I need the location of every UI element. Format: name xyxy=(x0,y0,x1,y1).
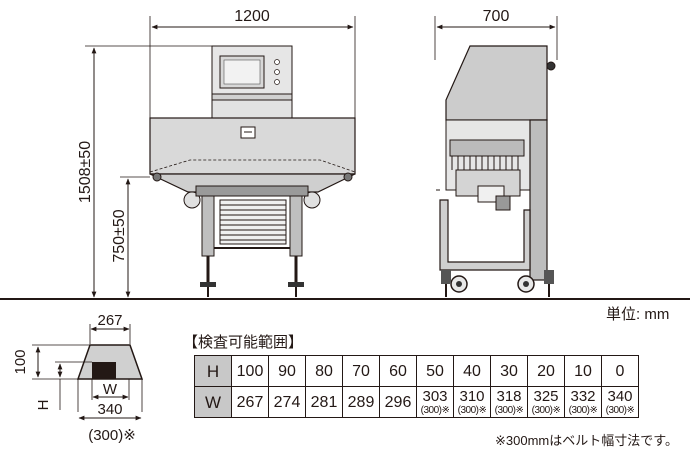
frame-left-leg xyxy=(201,195,215,257)
product-block xyxy=(92,362,116,379)
side-column xyxy=(529,119,548,281)
h-row: H 100 90 80 70 60 50 40 30 20 10 0 xyxy=(194,355,639,387)
bottom-width-label: 340 xyxy=(97,401,122,418)
w-value: 318 xyxy=(496,387,522,405)
h-cell: 80 xyxy=(305,355,343,387)
w-cell: 296 xyxy=(379,386,417,418)
h-cell: 90 xyxy=(268,355,306,387)
side-c-frame xyxy=(439,199,531,271)
side-upper-housing xyxy=(445,45,548,121)
panel-button-icon xyxy=(274,59,280,65)
frame-right-leg xyxy=(289,195,303,257)
w-value: 340 xyxy=(607,387,633,405)
h-cell: 40 xyxy=(453,355,491,387)
w-belt-value: (300)※ xyxy=(568,404,598,416)
w-cell: 281 xyxy=(305,386,343,418)
w-belt-value: (300)※ xyxy=(531,404,561,416)
total-height-label: 1508±50 xyxy=(77,141,94,203)
w-cell: 303(300)※ xyxy=(416,386,454,418)
w-cell: 340(300)※ xyxy=(601,386,639,418)
w-cell: 267 xyxy=(231,386,269,418)
front-width-label: 1200 xyxy=(234,8,270,25)
range-table-title: 【検査可能範囲】 xyxy=(183,334,304,351)
top-width-label: 267 xyxy=(97,312,122,329)
w-belt-value: (300)※ xyxy=(605,404,635,416)
height-label: 100 xyxy=(12,349,29,374)
w-cell: 325(300)※ xyxy=(527,386,565,418)
h-cell: 60 xyxy=(379,355,417,387)
conveyor-height-label: 750±50 xyxy=(111,209,128,262)
conveyor-slats xyxy=(219,199,287,245)
knob-icon xyxy=(546,61,556,71)
h-cell: 10 xyxy=(564,355,602,387)
bottom-width-alt-label: (300)※ xyxy=(88,427,136,444)
w-value: 332 xyxy=(570,387,596,405)
side-depth-label: 700 xyxy=(483,8,510,25)
unit-label: 単位: mm xyxy=(606,306,670,323)
cross-section: 267 100 H W 340 (300)※ xyxy=(12,312,144,444)
belt-width-footnote: ※300mmはベルト幅寸法です。 xyxy=(495,433,678,448)
h-cell: 100 xyxy=(231,355,269,387)
h-header: H xyxy=(194,355,232,387)
w-cell: 318(300)※ xyxy=(490,386,528,418)
conveyor-belt xyxy=(195,185,309,197)
side-view: 700 xyxy=(434,8,558,297)
h-label: H xyxy=(35,400,52,411)
h-cell: 50 xyxy=(416,355,454,387)
w-belt-value: (300)※ xyxy=(457,404,487,416)
w-cell: 332(300)※ xyxy=(564,386,602,418)
w-cell: 289 xyxy=(342,386,380,418)
w-cell: 274 xyxy=(268,386,306,418)
panel-button-icon xyxy=(274,79,280,85)
w-cell: 310(300)※ xyxy=(453,386,491,418)
main-housing xyxy=(149,117,356,175)
w-value: 303 xyxy=(422,387,448,405)
w-value: 310 xyxy=(459,387,485,405)
h-cell: 30 xyxy=(490,355,528,387)
h-cell: 70 xyxy=(342,355,380,387)
w-belt-value: (300)※ xyxy=(420,404,450,416)
panel-button-icon xyxy=(274,69,280,75)
h-cell: 0 xyxy=(601,355,639,387)
w-header: W xyxy=(194,386,232,418)
w-belt-value: (300)※ xyxy=(494,404,524,416)
front-view: 1200 1508±50 750±50 xyxy=(77,8,356,298)
w-row: W 267 274 281 289 296 303(300)※ 310(300)… xyxy=(194,386,639,418)
w-value: 325 xyxy=(533,387,559,405)
h-cell: 20 xyxy=(527,355,565,387)
inspection-range-table: H 100 90 80 70 60 50 40 30 20 10 0 W 267… xyxy=(194,355,639,418)
w-label: W xyxy=(103,381,118,398)
